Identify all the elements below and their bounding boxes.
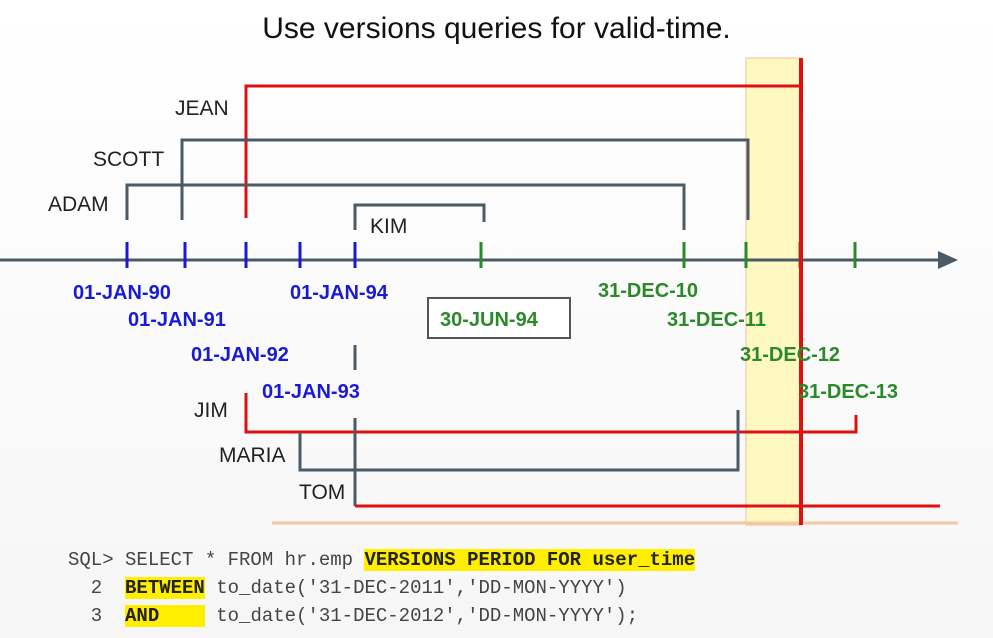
query-window-band — [745, 57, 802, 526]
date-dec10: 31-DEC-10 — [598, 280, 698, 302]
date-dec12: 31-DEC-12 — [740, 344, 840, 366]
sql-line-3-text: to_date('31-DEC-2012','DD-MON-YYYY'); — [204, 605, 639, 627]
jean-period — [244, 84, 800, 218]
date-d93: 01-JAN-93 — [262, 381, 360, 403]
date-d90: 01-JAN-90 — [73, 282, 171, 304]
date-dec13: 31-DEC-13 — [798, 381, 898, 403]
sql-highlight-versions: VERSIONS PERIOD FOR user_time — [364, 549, 696, 571]
sql-line-2-num: 2 — [68, 577, 126, 599]
time-axis-arrow — [938, 251, 958, 269]
sql-line-3-num: 3 — [68, 605, 126, 627]
date-d92: 01-JAN-92 — [191, 344, 289, 366]
kim-period — [353, 203, 486, 230]
label-jean: JEAN — [175, 97, 229, 120]
date-d94: 01-JAN-94 — [290, 282, 389, 304]
label-adam: ADAM — [48, 193, 109, 216]
adam-period — [125, 183, 686, 230]
sql-highlight-between: BETWEEN — [125, 577, 205, 599]
blue-ticks — [125, 242, 357, 268]
sql-line-1-text: SQL> SELECT * FROM hr.emp — [68, 549, 365, 571]
date-jun94: 30-JUN-94 — [440, 309, 539, 331]
date-d91: 01-JAN-91 — [128, 309, 226, 331]
date-dec11: 31-DEC-11 — [667, 309, 766, 331]
green-ticks — [479, 242, 857, 268]
sql-highlight-and: AND — [125, 605, 205, 627]
jun94-box — [427, 297, 571, 339]
jim-period — [244, 393, 858, 434]
sql-line-1: SQL> SELECT * FROM hr.emp VERSIONS PERIO… — [68, 549, 696, 571]
label-tom: TOM — [299, 481, 345, 504]
label-maria: MARIA — [219, 444, 286, 467]
timeline-diagram: JEAN SCOTT ADAM KIM JIM MARIA TOM 01-JAN… — [0, 57, 958, 526]
maria-period — [298, 410, 740, 472]
sql-line-3: 3 AND to_date('31-DEC-2012','DD-MON-YYYY… — [68, 605, 638, 627]
label-kim: KIM — [370, 215, 407, 238]
sql-line-2: 2 BETWEEN to_date('31-DEC-2011','DD-MON-… — [68, 577, 627, 599]
label-jim: JIM — [194, 399, 228, 422]
scott-period — [180, 138, 750, 220]
page-title: Use versions queries for valid-time. — [262, 12, 731, 45]
label-scott: SCOTT — [93, 148, 164, 171]
sql-line-2-text: to_date('31-DEC-2011','DD-MON-YYYY') — [204, 577, 627, 599]
